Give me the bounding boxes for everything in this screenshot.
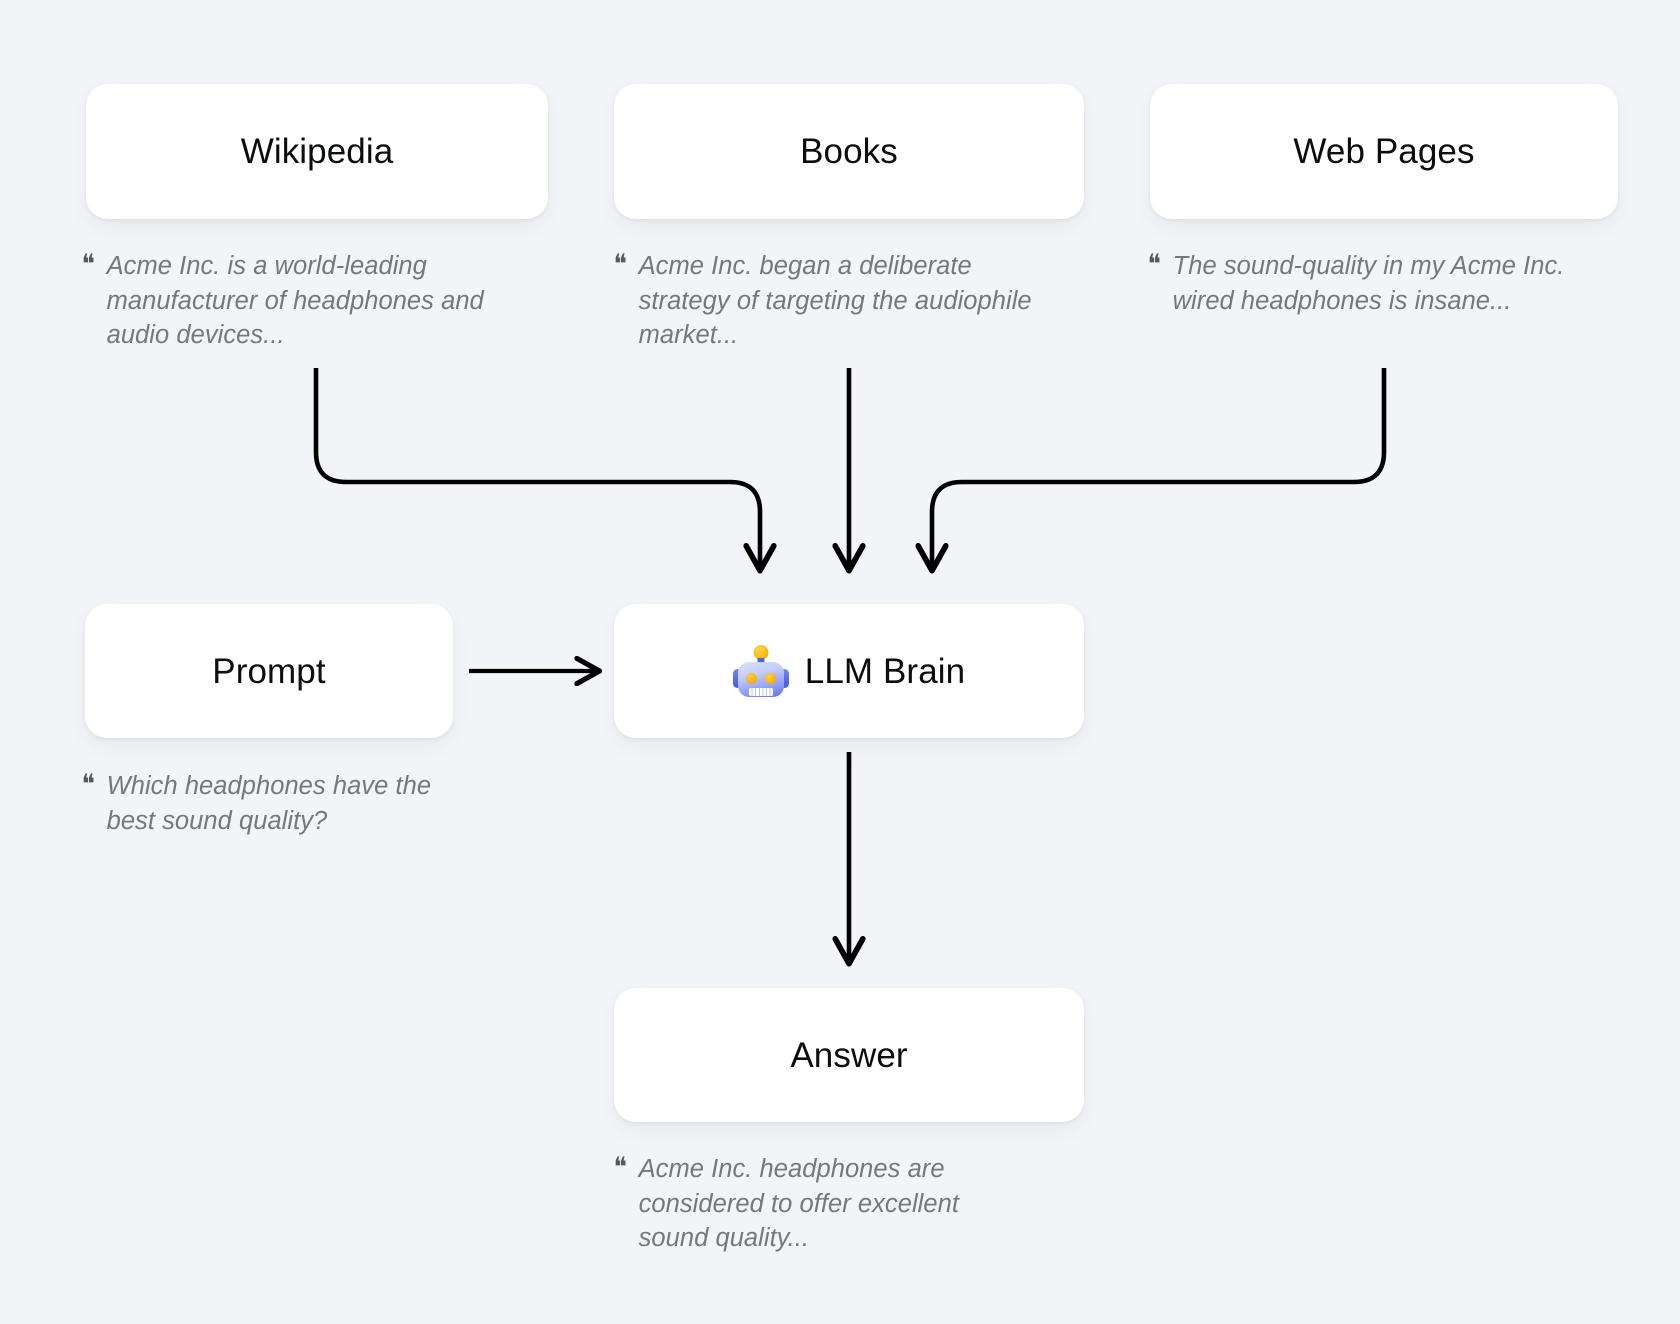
robot-emoji-icon <box>732 645 789 697</box>
caption-books-text: Acme Inc. began a deliberate strategy of… <box>638 252 1032 350</box>
node-web-pages[interactable]: Web Pages <box>1150 84 1618 219</box>
quote-icon: ❝ <box>613 1152 628 1183</box>
node-web-pages-label: Web Pages <box>1293 132 1475 171</box>
node-wikipedia[interactable]: Wikipedia <box>86 84 548 219</box>
caption-wikipedia: ❝ Acme Inc. is a world-leading manufactu… <box>81 249 501 353</box>
caption-prompt-text: Which headphones have the best sound qua… <box>106 772 432 835</box>
quote-icon: ❝ <box>613 249 628 280</box>
node-books[interactable]: Books <box>614 84 1084 219</box>
caption-answer-text: Acme Inc. headphones are considered to o… <box>638 1155 959 1253</box>
node-prompt[interactable]: Prompt <box>85 604 453 738</box>
node-llm-brain[interactable]: LLM Brain <box>614 604 1084 738</box>
caption-web-pages-text: The sound-quality in my Acme Inc. wired … <box>1172 252 1565 315</box>
caption-wikipedia-text: Acme Inc. is a world-leading manufacture… <box>106 252 484 350</box>
quote-icon: ❝ <box>1147 249 1162 280</box>
caption-web-pages: ❝ The sound-quality in my Acme Inc. wire… <box>1147 249 1577 318</box>
node-wikipedia-label: Wikipedia <box>240 132 394 171</box>
quote-icon: ❝ <box>81 769 96 800</box>
node-llm-brain-label: LLM Brain <box>804 651 966 691</box>
node-prompt-label: Prompt <box>212 651 326 691</box>
connector-wikipedia-to-llm <box>313 368 760 569</box>
node-books-label: Books <box>800 132 898 171</box>
node-answer[interactable]: Answer <box>614 988 1084 1122</box>
caption-books: ❝ Acme Inc. began a deliberate strategy … <box>613 249 1033 353</box>
connector-webpages-to-llm <box>932 368 1387 569</box>
quote-icon: ❝ <box>81 249 96 280</box>
node-answer-label: Answer <box>790 1035 908 1075</box>
node-llm-brain-content: LLM Brain <box>732 645 966 697</box>
caption-answer: ❝ Acme Inc. headphones are considered to… <box>613 1152 1033 1256</box>
caption-prompt: ❝ Which headphones have the best sound q… <box>81 769 461 838</box>
